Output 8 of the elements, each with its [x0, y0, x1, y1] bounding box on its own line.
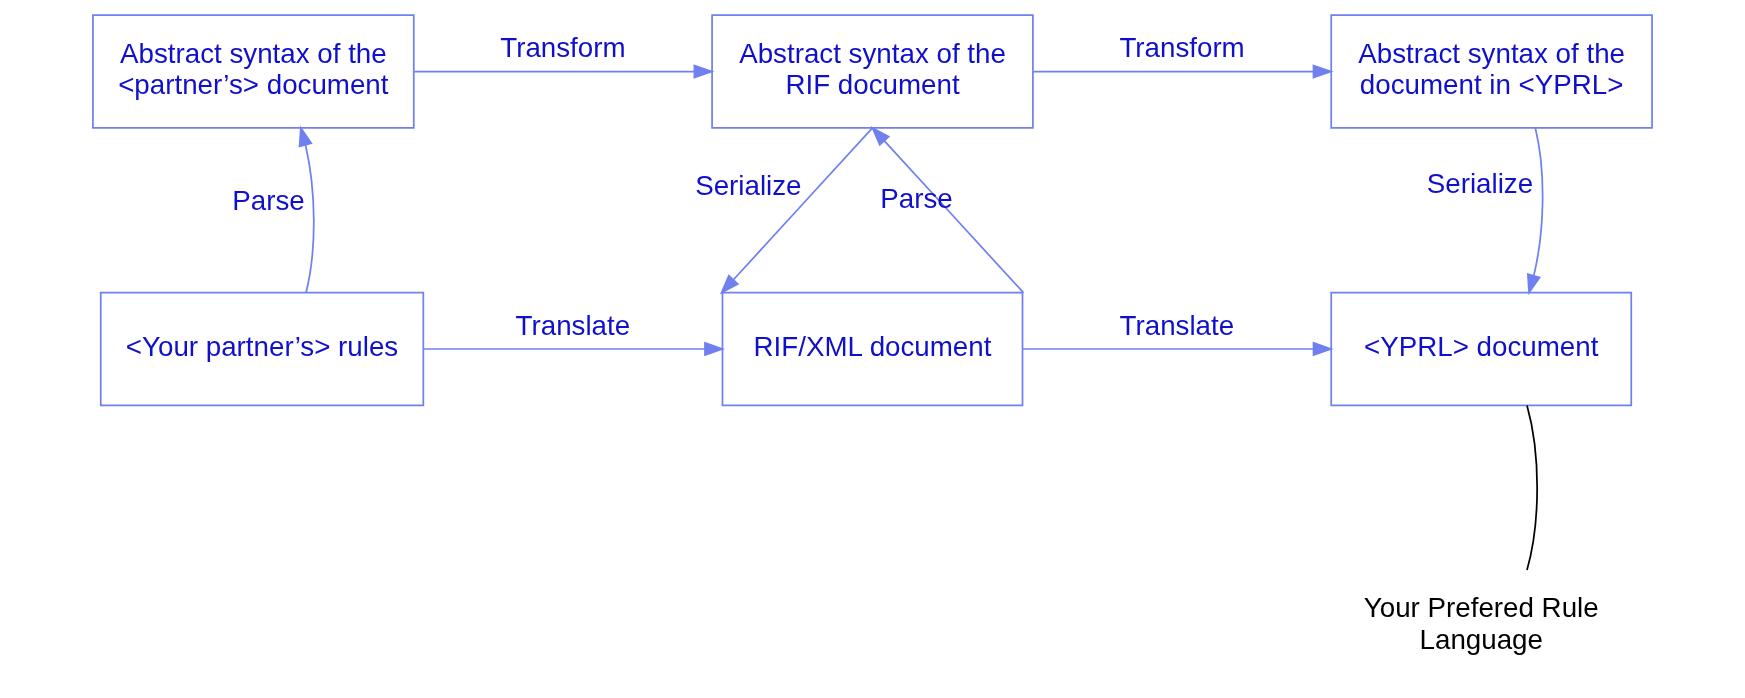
- edge-label: Serialize: [1426, 167, 1534, 199]
- edge-label: Translate: [515, 309, 631, 341]
- edge-label: Translate: [1119, 309, 1235, 341]
- edge-label: Transform: [1119, 32, 1245, 64]
- node-text: Your Prefered Rule Language: [1363, 592, 1599, 655]
- edge-label: Transform: [500, 32, 626, 64]
- edge-label: Serialize: [695, 169, 802, 201]
- edge-label: Parse: [232, 184, 305, 216]
